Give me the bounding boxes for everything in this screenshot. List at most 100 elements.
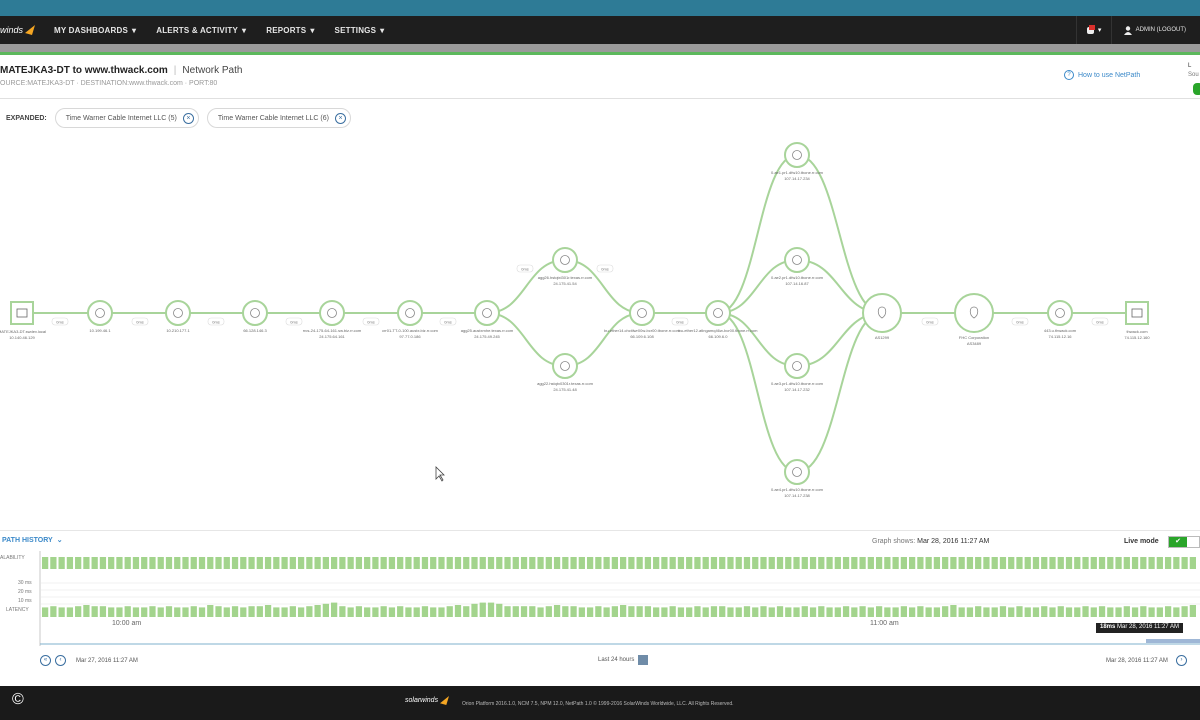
latency-bar: [1065, 607, 1073, 617]
node-name: rrcs-24-175-64-161.sw.biz.rr.com: [303, 328, 362, 333]
prev-page-icon[interactable]: ‹: [55, 655, 66, 666]
alerts-button[interactable]: ▾: [1075, 16, 1112, 44]
latency-label: LATENCY: [6, 607, 29, 613]
live-on-indicator: ✔: [1169, 537, 1187, 547]
availability-bar: [1016, 557, 1023, 569]
history-chart[interactable]: [0, 551, 1200, 651]
availability-bar: [1008, 557, 1015, 569]
path-node[interactable]: AS1299: [862, 293, 902, 340]
admin-logout[interactable]: ADMIN (LOGOUT): [1112, 25, 1200, 35]
solarwinds-logo[interactable]: winds: [0, 25, 44, 35]
availability-bar: [471, 557, 478, 569]
availability-bar: [818, 557, 825, 569]
path-node[interactable]: 10.199.46.1: [87, 300, 113, 333]
availability-bar: [1032, 557, 1040, 569]
path-node[interactable]: bu-ether14.chctilwr00w-bcr00.tbone.rr.co…: [604, 300, 681, 339]
path-node[interactable]: 0.ae3.pr1.dfw10.tbone.rr.com107.14.17.23…: [771, 353, 824, 392]
nav-reports[interactable]: REPORTS▾: [256, 26, 324, 35]
path-node[interactable]: crr01-TT-0-100.austx.biz.rr.com97.77.0.1…: [382, 300, 439, 339]
latency-bar: [917, 606, 924, 617]
latency-bar: [264, 605, 272, 617]
availability-bar: [397, 557, 404, 569]
calendar-icon[interactable]: [638, 655, 649, 665]
computer-icon: [16, 308, 28, 318]
availability-bar: [1074, 557, 1081, 569]
availability-bar: [851, 557, 858, 569]
tooltip-time: Mar 28, 2016 11:27 AM: [1117, 624, 1179, 630]
path-node[interactable]: agg22.hstqtx0301r.texas.rr.com24.175.41.…: [537, 353, 594, 392]
availability-bar: [677, 557, 685, 569]
availability-bar: [917, 557, 924, 569]
first-page-icon[interactable]: «: [40, 655, 51, 666]
availability-bar: [281, 557, 288, 569]
latency-bar: [834, 607, 841, 617]
latency-bar: [83, 605, 90, 617]
live-mode-toggle[interactable]: ✔: [1168, 536, 1200, 548]
availability-bar: [223, 557, 230, 569]
help-icon: ?: [1064, 70, 1074, 80]
mouse-cursor-icon: [435, 466, 445, 482]
expanded-chip[interactable]: Time Warner Cable Internet LLC (5) ×: [54, 108, 199, 128]
path-node[interactable]: agg26.hstqtxl301r.texas.rr.com24.175.41.…: [538, 247, 593, 286]
help-link[interactable]: ? How to use NetPath: [1064, 70, 1140, 80]
latency-bar: [421, 606, 429, 617]
latency-bar: [1082, 606, 1089, 617]
footer-brand: solarwinds: [405, 697, 439, 704]
availability-bar: [1098, 557, 1106, 569]
latency-badge: 0ms: [51, 317, 69, 326]
path-node[interactable]: bu-ether12.atlngamq46w-bcr00.tbone.rr.co…: [679, 300, 759, 339]
availability-bar: [735, 557, 742, 569]
latency-bar: [496, 603, 503, 617]
range-selection[interactable]: [1146, 639, 1200, 643]
latency-bar: [586, 607, 594, 617]
latency-bar: [306, 606, 313, 617]
close-icon[interactable]: ×: [335, 112, 346, 124]
path-history-toggle[interactable]: PATH HISTORY ⌄: [2, 536, 63, 545]
next-page-icon[interactable]: ›: [1175, 655, 1187, 666]
availability-bar: [1024, 557, 1031, 569]
availability-bar: [454, 557, 462, 569]
availability-bar: [620, 557, 627, 569]
history-range-controls: Last 24 hours: [598, 655, 649, 665]
availability-bar: [983, 557, 990, 569]
path-node[interactable]: 0.ae1.pr1.dfw10.tbone.rr.com107.14.17.23…: [771, 142, 824, 181]
latency-badge: 0ms: [439, 317, 457, 326]
latency-bar: [1074, 607, 1081, 617]
latency-bar: [1131, 607, 1139, 617]
node-ip: 24.175.41.48: [553, 387, 577, 392]
latency-bar: [570, 606, 577, 617]
latency-bar: [347, 607, 354, 617]
latency-bar: [1049, 607, 1056, 617]
node-ip: 24.175.49.245: [474, 334, 500, 339]
nav-alerts-activity[interactable]: ALERTS & ACTIVITY▾: [146, 26, 256, 35]
main-navbar: winds MY DASHBOARDS▾ ALERTS & ACTIVITY▾ …: [0, 16, 1200, 44]
latency-bar: [380, 606, 387, 617]
close-icon[interactable]: ×: [182, 112, 194, 124]
router-icon: [405, 308, 415, 318]
chip-label: Time Warner Cable Internet LLC (6): [217, 114, 329, 122]
path-node[interactable]: 10.210.177.1: [165, 300, 191, 333]
source-toggle[interactable]: [1193, 83, 1200, 95]
tooltip-value: 18ms: [1100, 624, 1116, 630]
node-ip: 107.14.17.232: [784, 387, 810, 392]
nav-settings[interactable]: SETTINGS▾: [325, 26, 395, 35]
availability-bar: [834, 557, 841, 569]
node-ip: 66.109.6.108: [630, 334, 654, 339]
path-node[interactable]: rrcs-24-175-64-161.sw.biz.rr.com24.175.6…: [303, 300, 362, 339]
latency-badge: 0ms: [207, 317, 225, 326]
expanded-chip[interactable]: Time Warner Cable Internet LLC (6) ×: [206, 108, 351, 128]
nav-my-dashboards[interactable]: MY DASHBOARDS▾: [44, 26, 146, 35]
availability-bar: [149, 557, 156, 569]
path-node[interactable]: 0.ae4.pr1.dfw10.tbone.rr.com107.14.17.23…: [771, 459, 824, 498]
path-node[interactable]: 66.128.146.3: [242, 300, 268, 333]
latency-bar: [1024, 607, 1031, 617]
help-label: How to use NetPath: [1078, 71, 1141, 79]
latency-bar: [198, 607, 206, 617]
availability-bar: [586, 557, 594, 569]
